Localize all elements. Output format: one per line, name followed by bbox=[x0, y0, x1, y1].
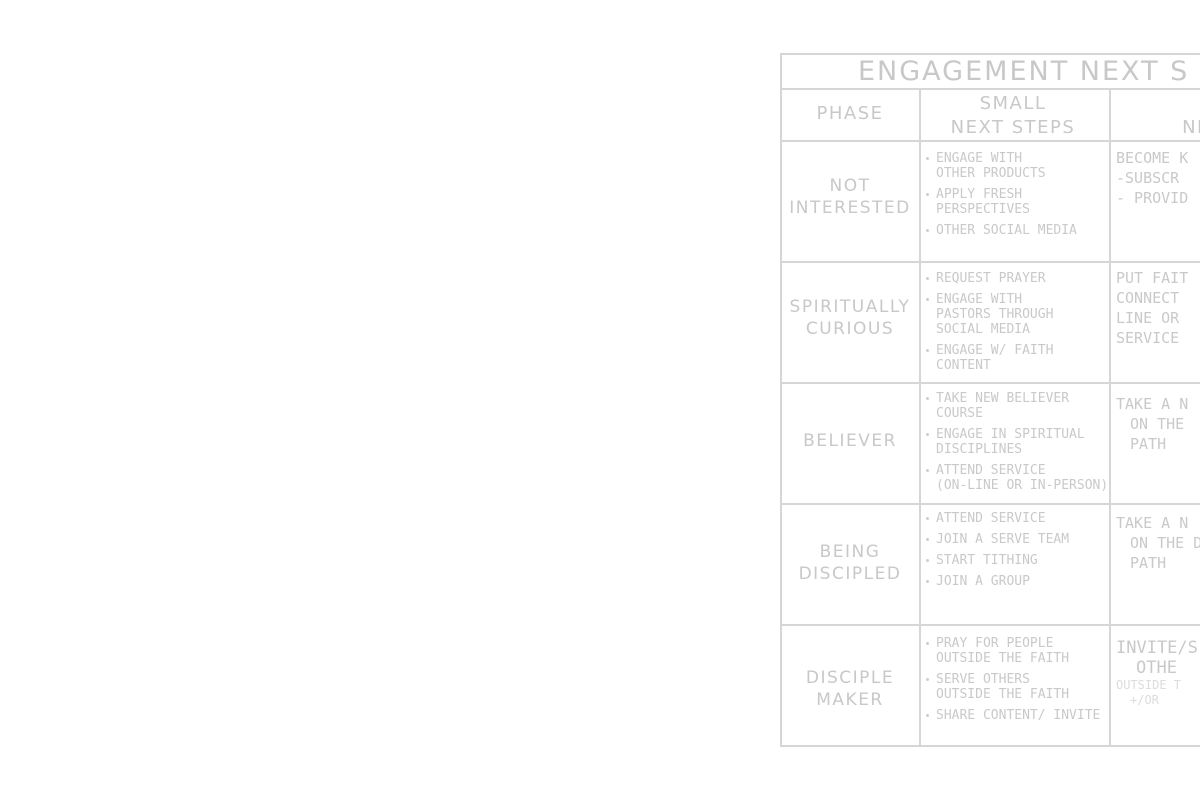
table-title: ENGAGEMENT NEXT S bbox=[858, 56, 1190, 87]
small-steps-disciple-maker: PRAY FOR PEOPLE OUTSIDE THE FAITH SERVE … bbox=[926, 636, 1116, 729]
small-steps-believer: TAKE NEW BELIEVER COURSE ENGAGE IN SPIRI… bbox=[926, 391, 1116, 499]
phase-believer: BELIEVER bbox=[803, 431, 897, 451]
phase-disciple-maker: DISCIPLE MAKER bbox=[805, 668, 895, 710]
list-item: REQUEST PRAYER bbox=[926, 271, 1116, 286]
list-item: SHARE CONTENT/ INVITE bbox=[926, 708, 1116, 723]
list-item: APPLY FRESH PERSPECTIVES bbox=[926, 187, 1116, 217]
list-item: ENGAGE W/ FAITH CONTENT bbox=[926, 343, 1116, 373]
engagement-table-sheet: ENGAGEMENT NEXT S PHASE SMALL NEXT STEPS… bbox=[780, 53, 1200, 747]
table-grid bbox=[780, 53, 1200, 747]
row-divider bbox=[782, 382, 1200, 384]
small-steps-spiritually-curious: REQUEST PRAYER ENGAGE WITH PASTORS THROU… bbox=[926, 271, 1116, 379]
header-big-next-steps: BI NEXT bbox=[1182, 93, 1200, 138]
phase-not-interested: NOT INTERESTED bbox=[789, 176, 911, 218]
big-steps-not-interested: BECOME K -SUBSCR - PROVID bbox=[1116, 149, 1189, 207]
phase-being-discipled: BEING DISCIPLED bbox=[798, 542, 902, 584]
column-divider-small bbox=[1109, 90, 1111, 747]
big-steps-believer: TAKE A N ON THE PATH bbox=[1116, 395, 1189, 453]
list-item: JOIN A SERVE TEAM bbox=[926, 532, 1116, 547]
header-small-next-steps: SMALL NEXT STEPS bbox=[950, 93, 1076, 138]
small-steps-being-discipled: ATTEND SERVICE JOIN A SERVE TEAM START T… bbox=[926, 511, 1116, 595]
big-steps-disciple-maker: INVITE/S OTHE OUTSIDE T +/OR bbox=[1116, 638, 1198, 707]
small-steps-not-interested: ENGAGE WITH OTHER PRODUCTS APPLY FRESH P… bbox=[926, 151, 1116, 244]
header-divider bbox=[782, 140, 1200, 142]
list-item: ENGAGE WITH OTHER PRODUCTS bbox=[926, 151, 1116, 181]
list-item: TAKE NEW BELIEVER COURSE bbox=[926, 391, 1116, 421]
list-item: SERVE OTHERS OUTSIDE THE FAITH bbox=[926, 672, 1116, 702]
list-item: ENGAGE WITH PASTORS THROUGH SOCIAL MEDIA bbox=[926, 292, 1116, 337]
big-steps-spiritually-curious: PUT FAIT CONNECT LINE OR SERVICE bbox=[1116, 269, 1189, 347]
list-item: ATTEND SERVICE bbox=[926, 511, 1116, 526]
column-divider-phase bbox=[919, 90, 921, 747]
phase-spiritually-curious: SPIRITUALLY CURIOUS bbox=[789, 297, 911, 339]
list-item: JOIN A GROUP bbox=[926, 574, 1116, 589]
row-divider bbox=[782, 503, 1200, 505]
big-steps-being-discipled: TAKE A N ON THE D PATH bbox=[1116, 514, 1200, 572]
list-item: PRAY FOR PEOPLE OUTSIDE THE FAITH bbox=[926, 636, 1116, 666]
title-divider bbox=[782, 88, 1200, 90]
list-item: ENGAGE IN SPIRITUAL DISCIPLINES bbox=[926, 427, 1116, 457]
list-item: OTHER SOCIAL MEDIA bbox=[926, 223, 1116, 238]
row-divider bbox=[782, 261, 1200, 263]
header-phase: PHASE bbox=[816, 103, 884, 124]
list-item: START TITHING bbox=[926, 553, 1116, 568]
list-item: ATTEND SERVICE (ON-LINE OR IN-PERSON) bbox=[926, 463, 1116, 493]
row-divider bbox=[782, 624, 1200, 626]
